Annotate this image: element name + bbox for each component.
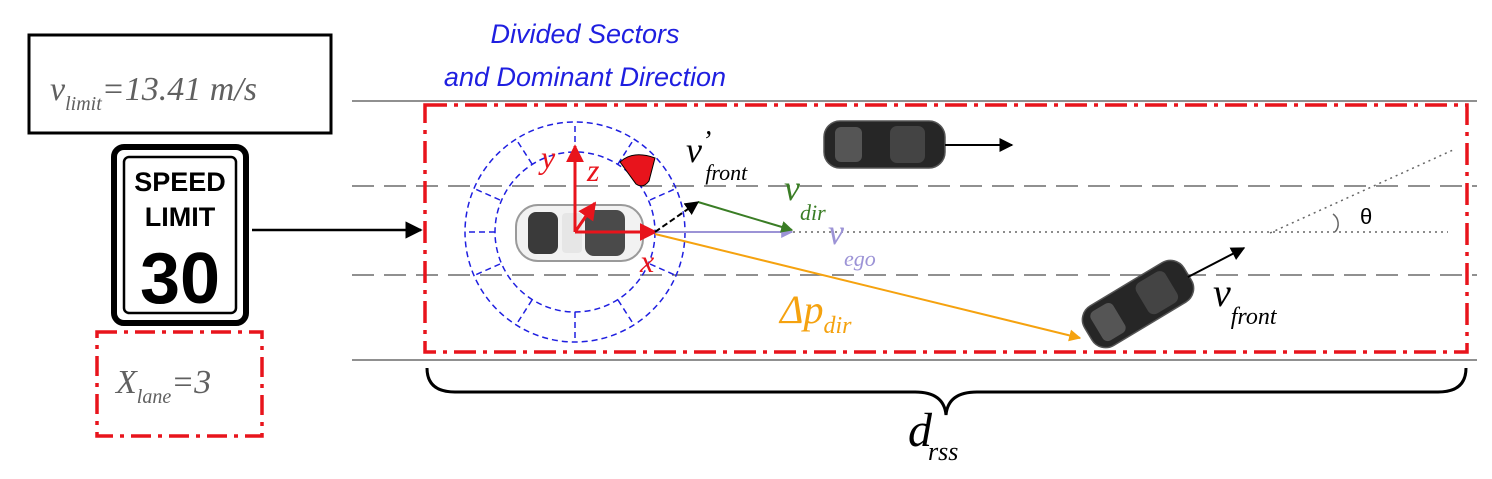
front-vehicle-upper bbox=[823, 120, 946, 169]
ego-x-label: x bbox=[639, 243, 654, 279]
v-front-label: vfront bbox=[1213, 270, 1278, 330]
diagram-title-line2: and Dominant Direction bbox=[444, 62, 726, 92]
v-front-arrow bbox=[1187, 247, 1246, 278]
sign-number-text: 30 bbox=[140, 239, 220, 319]
d-rss-label: drss bbox=[908, 404, 958, 466]
sign-speed-text: SPEED bbox=[134, 167, 226, 197]
theta-arc bbox=[1332, 213, 1339, 233]
v-ego-label: vego bbox=[828, 212, 876, 271]
v-dir-label: vdir bbox=[784, 168, 826, 225]
d-rss-brace bbox=[425, 367, 1468, 416]
lane-count-box bbox=[95, 330, 264, 438]
lane-count-label: Xlane=3 bbox=[114, 364, 211, 408]
ego-y-label: y bbox=[538, 139, 556, 175]
ego-z-axis bbox=[573, 201, 597, 233]
v-front-prime-label: v’front bbox=[686, 126, 748, 185]
v-front-prime-arrow bbox=[654, 201, 700, 233]
diagram-title-line1: Divided Sectors bbox=[490, 19, 679, 49]
delta-p-dir-label: Δpdir bbox=[778, 287, 852, 339]
dominant-sector-wedge bbox=[619, 154, 656, 187]
front-vehicle-lower bbox=[1081, 259, 1195, 349]
speed-limit-box bbox=[27, 33, 333, 135]
theta-label: θ bbox=[1360, 204, 1372, 229]
v-dir-arrow bbox=[697, 201, 794, 233]
sign-limit-text: LIMIT bbox=[145, 202, 216, 232]
ego-z-label: z bbox=[586, 152, 600, 188]
speed-limit-sign: SPEED LIMIT 30 bbox=[111, 144, 249, 326]
speed-limit-label: vlimit=13.41 m/s bbox=[50, 71, 257, 115]
rss-region bbox=[423, 103, 1469, 354]
delta-p-dir-arrow bbox=[654, 233, 1082, 342]
